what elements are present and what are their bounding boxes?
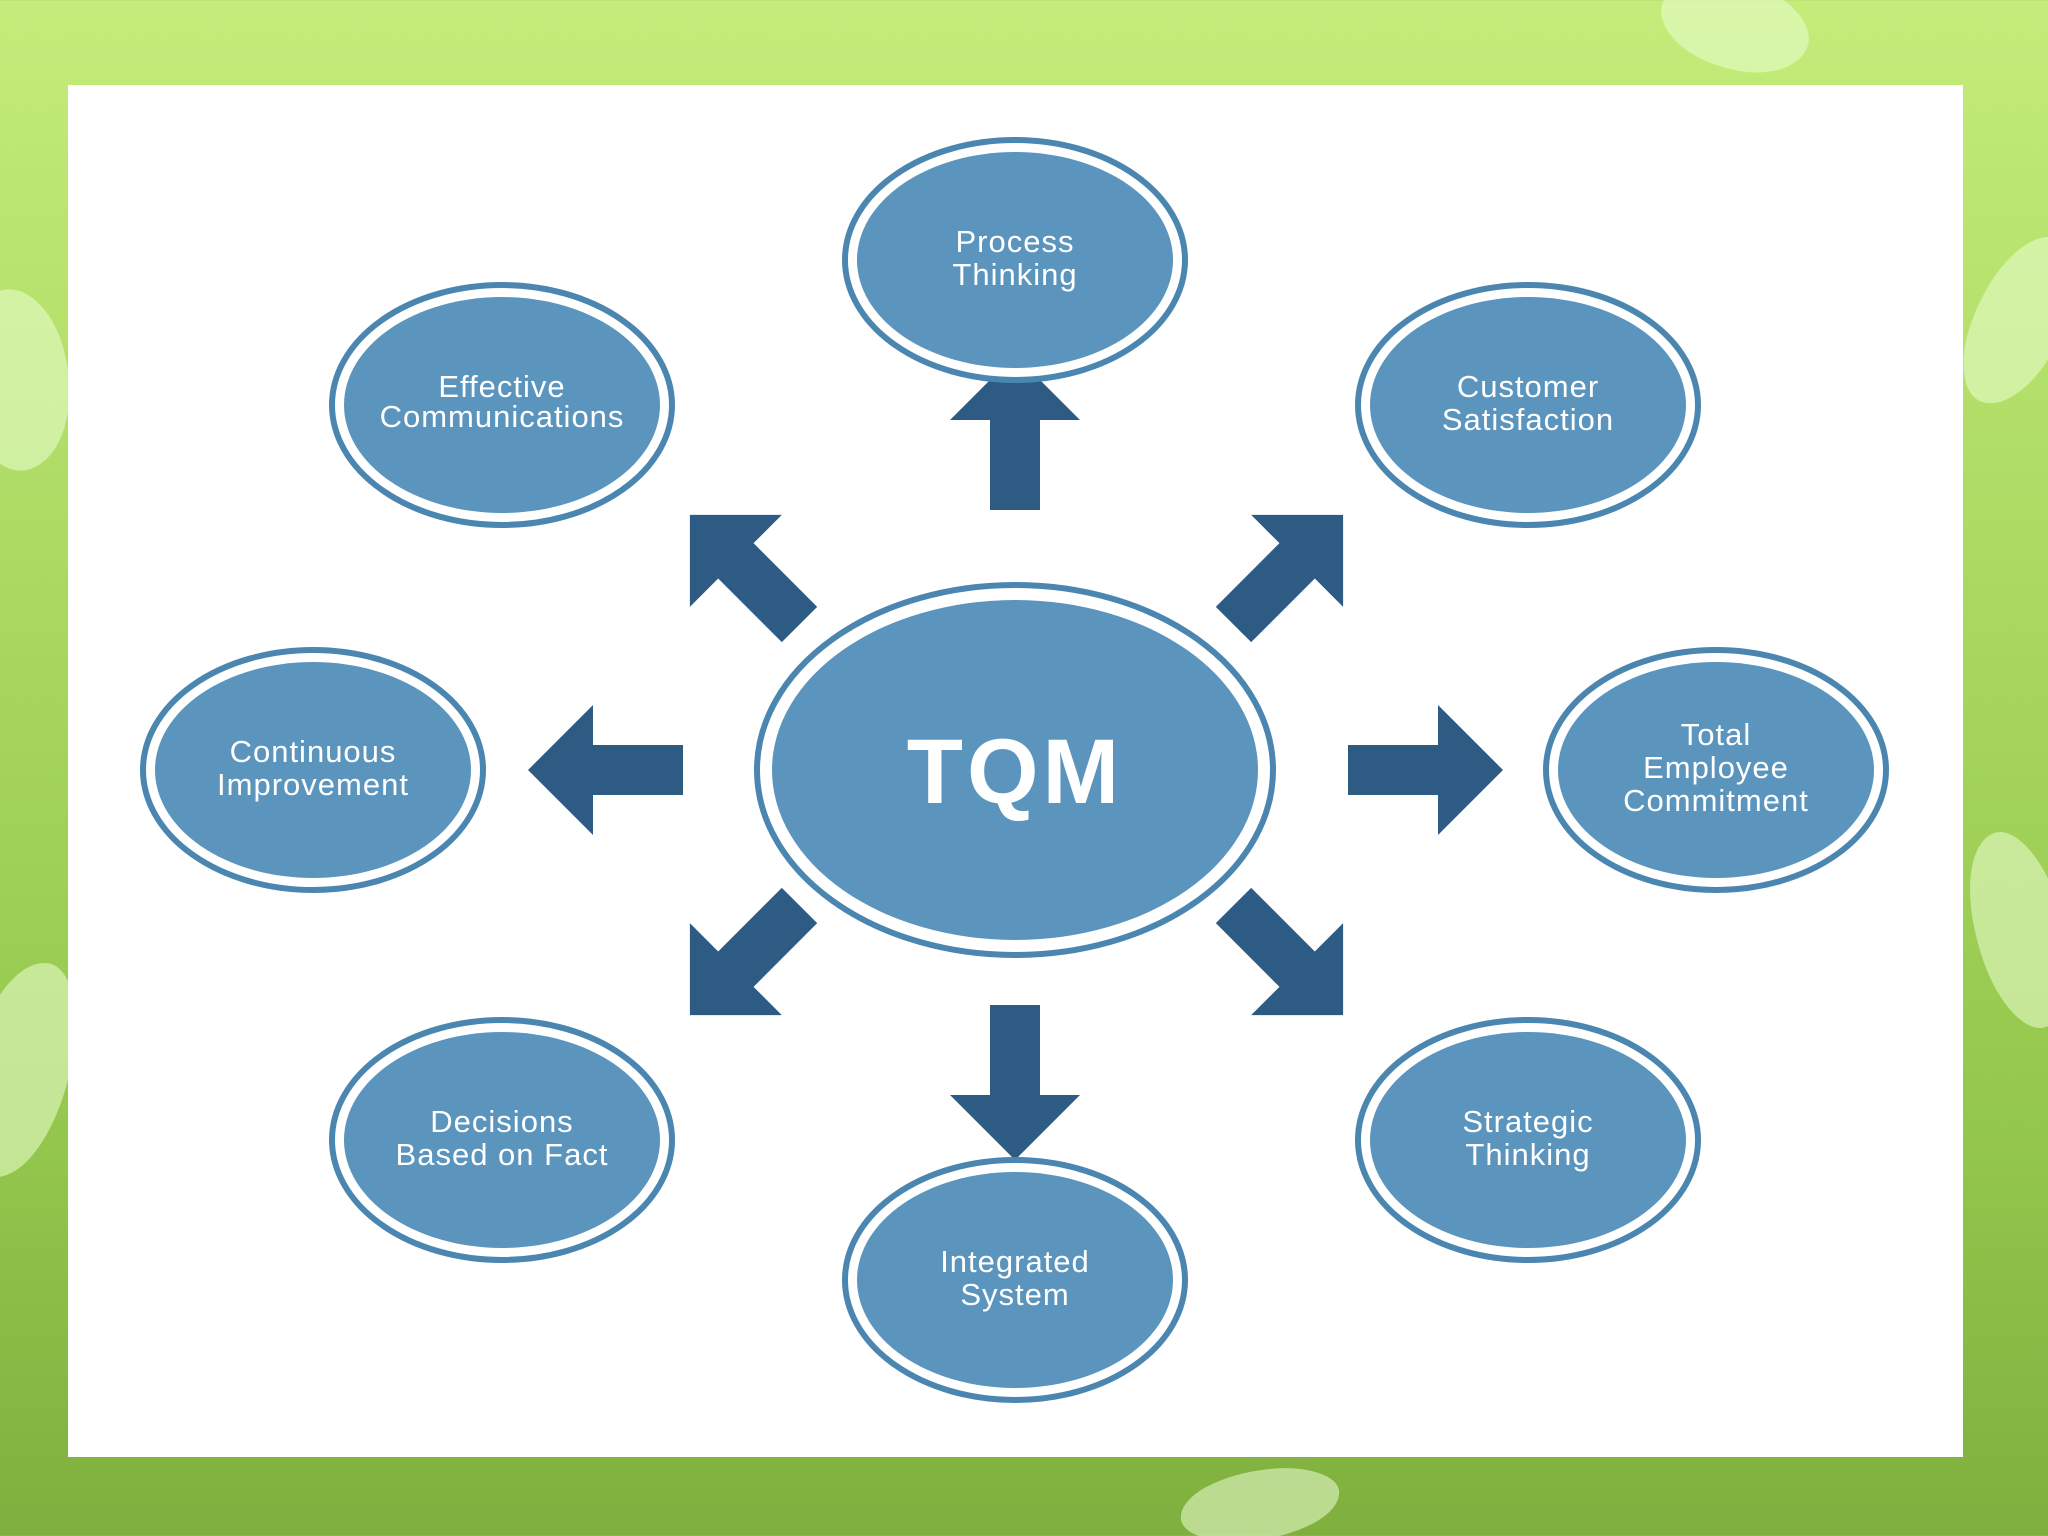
center-node-tqm: TQM bbox=[754, 582, 1276, 958]
node-continuous-improvement: Continuous Improvement bbox=[140, 647, 486, 893]
node-label: Strategic bbox=[1462, 1104, 1593, 1139]
arrow-down-right bbox=[1215, 887, 1344, 1016]
node-label: Total bbox=[1681, 717, 1751, 752]
node-label: Process bbox=[956, 224, 1075, 259]
node-label: Thinking bbox=[952, 257, 1077, 292]
tqm-diagram: TQM Process Thinking Customer Satisfacti… bbox=[140, 137, 1889, 1403]
node-effective-communications: Effective Communications bbox=[329, 282, 675, 528]
slide-content-panel: TQM Process Thinking Customer Satisfacti… bbox=[68, 85, 1963, 1457]
node-total-employee-commitment: Total Employee Commitment bbox=[1543, 647, 1889, 893]
node-label: Commitment bbox=[1623, 783, 1809, 818]
node-label: Employee bbox=[1643, 750, 1789, 785]
node-label: Continuous bbox=[230, 734, 397, 769]
node-customer-satisfaction: Customer Satisfaction bbox=[1355, 282, 1701, 528]
node-label: Effective bbox=[438, 369, 565, 404]
arrow-right bbox=[1348, 705, 1503, 835]
arrow-up bbox=[950, 355, 1080, 510]
background-leaf-decoration bbox=[1177, 1463, 1343, 1536]
center-node-label: TQM bbox=[907, 721, 1123, 823]
node-label: Improvement bbox=[217, 767, 409, 802]
node-label: Integrated bbox=[940, 1244, 1090, 1279]
node-strategic-thinking: Strategic Thinking bbox=[1355, 1017, 1701, 1263]
arrows-group bbox=[528, 355, 1503, 1160]
node-label: Based on Fact bbox=[396, 1137, 609, 1172]
node-process-thinking: Process Thinking bbox=[842, 137, 1188, 383]
background-leaf-decoration bbox=[1648, 0, 1822, 98]
node-label: Satisfaction bbox=[1442, 402, 1614, 437]
node-label: Thinking bbox=[1465, 1137, 1590, 1172]
arrow-down-left bbox=[689, 887, 818, 1016]
node-integrated-system: Integrated System bbox=[842, 1157, 1188, 1403]
node-label: Communications bbox=[380, 399, 625, 434]
arrow-down bbox=[950, 1005, 1080, 1160]
arrow-up-left bbox=[689, 514, 818, 643]
node-label: Customer bbox=[1457, 369, 1599, 404]
node-decisions-based-on-fact: Decisions Based on Fact bbox=[329, 1017, 675, 1263]
node-label: Decisions bbox=[430, 1104, 573, 1139]
arrow-left bbox=[528, 705, 683, 835]
node-label: System bbox=[960, 1277, 1069, 1312]
arrow-up-right bbox=[1215, 514, 1344, 643]
